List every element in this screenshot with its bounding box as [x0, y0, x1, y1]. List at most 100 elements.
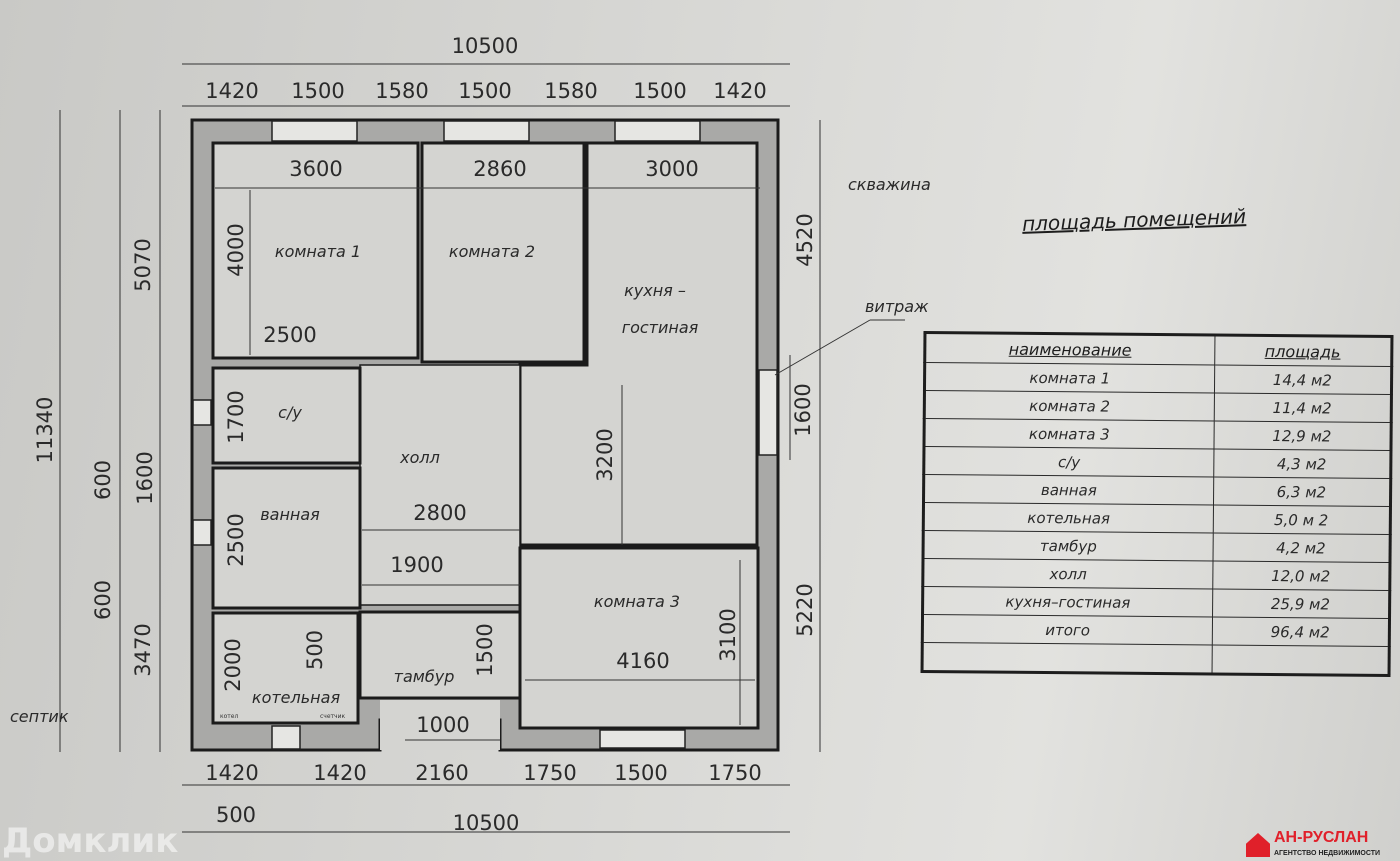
label-wc: с/у [278, 403, 302, 422]
cell-name: холл [922, 558, 1213, 589]
room-labels: комната 1 комната 2 кухня – гостиная с/у… [10, 175, 931, 726]
dim: 1500 [633, 79, 686, 103]
room-3 [518, 546, 760, 730]
dim: 2860 [473, 157, 526, 181]
cell-name: комната 2 [924, 390, 1215, 421]
agency-logo: АН-РУСЛАН АГЕНТСТВО НЕДВИЖИМОСТИ [1244, 829, 1400, 861]
cell-name: кухня–гостиная [922, 586, 1213, 617]
cell-name: комната 1 [924, 362, 1215, 393]
dim: 3600 [289, 157, 342, 181]
dim: 4160 [616, 649, 669, 673]
cell-name: ванная [923, 474, 1214, 505]
dim: 4520 [793, 213, 817, 266]
cell-area: 5,0 м 2 [1212, 504, 1391, 535]
cell-name: комната 3 [923, 418, 1214, 449]
dim: 3200 [593, 428, 617, 481]
dim: 1600 [133, 451, 157, 504]
note-well: скважина [848, 175, 931, 194]
cell-area: 96,4 м2 [1211, 616, 1390, 647]
label-tambur: тамбур [394, 667, 455, 686]
top-dimensions: 10500 1420 1500 1580 1500 1580 1500 1420 [205, 34, 766, 103]
note-septic: септик [10, 707, 69, 726]
bottom-dimensions: 1420 1420 2160 1750 1500 1750 500 10500 [205, 761, 761, 835]
dim: 1580 [375, 79, 428, 103]
dim: 2500 [263, 323, 316, 347]
dim: 500 [216, 803, 256, 827]
cell-area: 14,4 м2 [1214, 364, 1392, 395]
room-1 [211, 141, 420, 360]
dim: 1420 [205, 79, 258, 103]
entrance [380, 700, 500, 750]
cell-name: тамбур [923, 530, 1213, 561]
cell-area: 12,0 м2 [1212, 560, 1390, 591]
label-kitchen: кухня – [624, 281, 686, 300]
boiler-room [211, 611, 360, 725]
house-icon [1246, 833, 1270, 857]
label-living: гостиная [622, 318, 699, 337]
dimension-lines [59, 63, 905, 833]
side-dimensions: 11340 5070 600 1600 600 3470 4520 1600 5… [33, 213, 817, 676]
inner-dimensions: 3600 2860 3000 4000 2500 1700 2500 2800 … [221, 157, 740, 737]
bathroom [211, 466, 362, 610]
dim: 1580 [544, 79, 597, 103]
cell-empty [922, 642, 1212, 674]
dim-bottom-total: 10500 [453, 811, 520, 835]
dim: 1420 [313, 761, 366, 785]
table-row-empty [922, 642, 1390, 676]
dim: 1000 [416, 713, 469, 737]
dim: 4000 [224, 223, 248, 276]
dim: 1500 [291, 79, 344, 103]
cell-area: 6,3 м2 [1213, 476, 1391, 507]
windows [192, 120, 778, 750]
label-bath: ванная [260, 505, 320, 524]
dim: 600 [91, 580, 115, 620]
dim: 5220 [793, 583, 817, 636]
dim: 1750 [708, 761, 761, 785]
cell-empty [1211, 644, 1390, 676]
note-vitrage: витраж [865, 297, 929, 316]
dim: 2800 [413, 501, 466, 525]
hall [359, 364, 521, 606]
dim: 1600 [791, 383, 815, 436]
dim: 3100 [716, 608, 740, 661]
cell-area: 11,4 м2 [1213, 392, 1392, 423]
dim: 11340 [33, 397, 57, 464]
dim: 600 [91, 460, 115, 500]
wc [211, 366, 362, 465]
dim: 1900 [390, 553, 443, 577]
dim: 2160 [415, 761, 468, 785]
label-room-1: комната 1 [275, 242, 361, 261]
dim: 500 [303, 630, 327, 670]
note-boiler-unit: котел [220, 713, 238, 720]
note-meter: счетчик [320, 713, 345, 720]
cell-name: итого [922, 614, 1213, 645]
dim: 1420 [205, 761, 258, 785]
dim: 2000 [221, 638, 245, 691]
cell-area: 4,3 м2 [1213, 448, 1391, 479]
label-boiler: котельная [252, 688, 341, 707]
dim: 1420 [713, 79, 766, 103]
header-name: наименование [924, 332, 1215, 365]
label-room-3: комната 3 [594, 592, 680, 611]
watermark: Домклик [2, 821, 179, 861]
dim: 1750 [523, 761, 576, 785]
dim: 3000 [645, 157, 698, 181]
logo-name: АН-РУСЛАН [1274, 829, 1369, 846]
table-header: наименование площадь [924, 332, 1392, 367]
dim: 1500 [458, 79, 511, 103]
dim-top-total: 10500 [452, 34, 519, 58]
dim: 5070 [131, 238, 155, 291]
room-2 [420, 141, 586, 364]
